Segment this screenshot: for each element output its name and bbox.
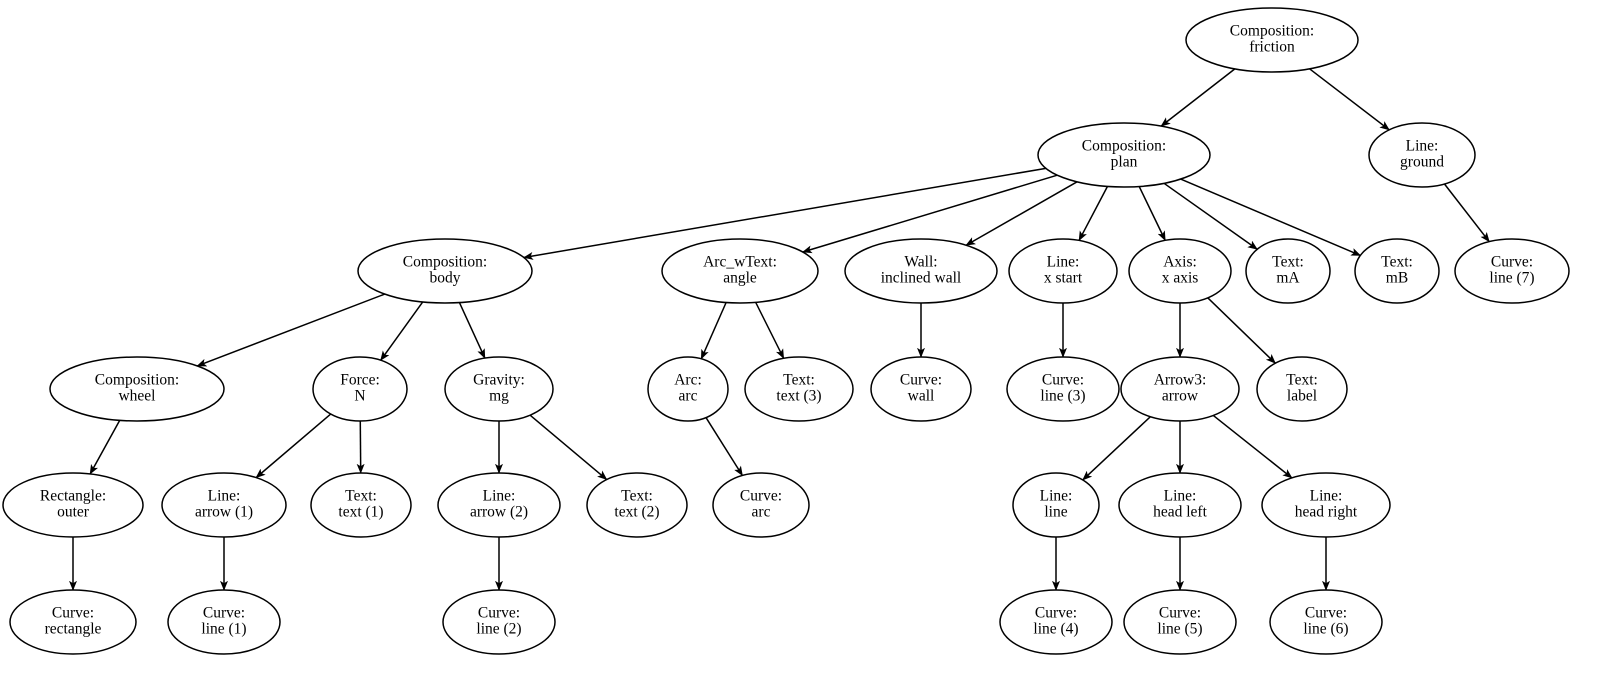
- graph-node-line5[interactable]: [1123, 589, 1237, 655]
- graph-edge: [1180, 178, 1362, 257]
- graph-node-headleft[interactable]: [1118, 472, 1242, 538]
- graph-edge: [458, 302, 486, 359]
- graph-edge: [1443, 183, 1490, 243]
- graph-node-body[interactable]: [357, 238, 533, 304]
- graph-node-text2[interactable]: [586, 472, 688, 538]
- graph-node-text3[interactable]: [744, 356, 854, 422]
- graph-node-arrow1[interactable]: [161, 472, 287, 538]
- graph-node-forceN[interactable]: [312, 356, 408, 422]
- graph-node-wall[interactable]: [844, 238, 998, 304]
- graph-node-label[interactable]: [1256, 356, 1348, 422]
- graph-node-ground[interactable]: [1368, 122, 1476, 188]
- graph-node-lineline[interactable]: [1012, 472, 1100, 538]
- graph-edge: [523, 167, 1046, 260]
- graph-node-rectouter[interactable]: [2, 472, 144, 538]
- graph-edge: [705, 417, 744, 477]
- graph-node-mB[interactable]: [1354, 238, 1440, 304]
- graph-node-wheel[interactable]: [49, 356, 225, 422]
- graph-node-line7[interactable]: [1454, 238, 1570, 304]
- graph-edge: [965, 181, 1078, 246]
- graph-node-xstart[interactable]: [1008, 238, 1118, 304]
- graph-node-arrow2[interactable]: [437, 472, 561, 538]
- graph-node-curverect[interactable]: [9, 589, 137, 655]
- graph-node-arcnode[interactable]: [647, 356, 729, 422]
- graph-edge: [196, 293, 386, 367]
- graph-edge: [529, 414, 608, 481]
- graph-node-headright[interactable]: [1261, 472, 1391, 538]
- graph-node-line6[interactable]: [1269, 589, 1383, 655]
- graph-node-friction[interactable]: [1185, 7, 1359, 73]
- graph-node-line2[interactable]: [442, 589, 556, 655]
- graph-edge: [1078, 186, 1109, 242]
- edge-layer: [69, 68, 1490, 591]
- graph-node-angle[interactable]: [661, 238, 819, 304]
- graph-edge: [700, 302, 727, 360]
- graph-edge: [802, 174, 1058, 254]
- graph-node-plan[interactable]: [1037, 122, 1211, 188]
- graph-edge: [255, 413, 332, 479]
- graph-node-curvewall[interactable]: [870, 356, 972, 422]
- graph-edge: [1163, 182, 1258, 250]
- graph-node-line4[interactable]: [999, 589, 1113, 655]
- node-layer: [2, 7, 1570, 655]
- graph-node-text1[interactable]: [310, 472, 412, 538]
- graph-edge: [1082, 416, 1151, 481]
- graph-edge: [380, 301, 424, 361]
- graph-node-line3[interactable]: [1006, 356, 1120, 422]
- graph-edge: [1138, 186, 1166, 242]
- graph-edge: [1212, 414, 1293, 479]
- graph-node-mA[interactable]: [1245, 238, 1331, 304]
- graph-node-gravity[interactable]: [444, 356, 554, 422]
- graph-node-curvearc[interactable]: [712, 472, 810, 538]
- graph-node-line1[interactable]: [167, 589, 281, 655]
- graph-edge: [1160, 68, 1236, 127]
- graph-node-xaxis[interactable]: [1128, 238, 1232, 304]
- graph-edge: [754, 302, 785, 360]
- graph-node-arrow3[interactable]: [1120, 356, 1240, 422]
- graph-edge: [89, 419, 121, 475]
- graph-edge: [1309, 68, 1390, 131]
- graph-edge: [1207, 297, 1276, 364]
